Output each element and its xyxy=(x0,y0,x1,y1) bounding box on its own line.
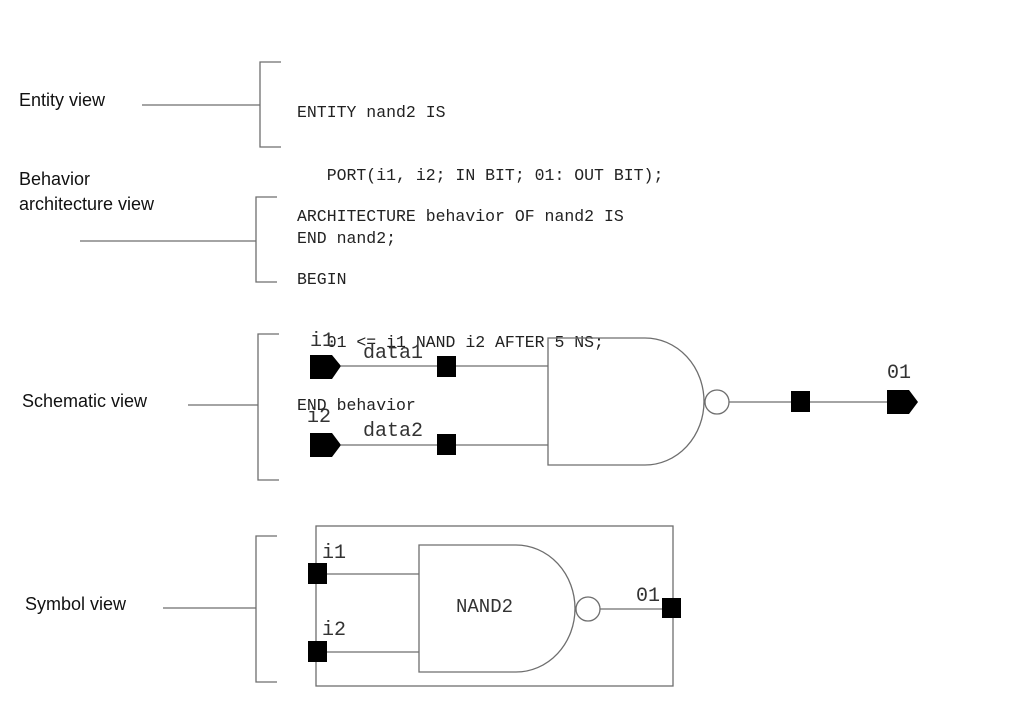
entity-code-block: ENTITY nand2 IS PORT(i1, i2; IN BIT; 01:… xyxy=(297,60,663,270)
input-port-icon xyxy=(310,433,341,457)
entity-code-line: PORT(i1, i2; IN BIT; 01: OUT BIT); xyxy=(297,166,664,185)
behavior-view-label-line1: Behavior xyxy=(19,169,91,189)
entity-code-line: END nand2; xyxy=(297,229,397,248)
symbol-bracket xyxy=(163,535,277,683)
pin-square-icon xyxy=(308,563,327,584)
entity-bracket-line xyxy=(259,61,281,148)
schematic-input1-label: i1 xyxy=(310,330,334,353)
signal-data1-label: data1 xyxy=(363,342,423,365)
pin-square-icon xyxy=(662,598,681,618)
behavior-code-block: ARCHITECTURE behavior OF nand2 IS BEGIN … xyxy=(297,164,624,437)
behavior-bracket xyxy=(80,196,277,283)
symbol-input2-label: i2 xyxy=(322,619,346,642)
symbol-bracket-line xyxy=(255,535,277,683)
symbol-gate-name: NAND2 xyxy=(456,596,513,618)
symbol-input1-label: i1 xyxy=(322,542,346,565)
entity-view-label: Entity view xyxy=(19,90,106,110)
pin-square-icon xyxy=(308,641,327,662)
symbol-nand-gate-body xyxy=(418,544,576,673)
pin-square-icon xyxy=(437,434,456,455)
schematic-bracket xyxy=(188,333,279,481)
behavior-view-label-line2: architecture view xyxy=(19,194,155,214)
pin-square-icon xyxy=(791,391,810,412)
entity-code-line: ENTITY nand2 IS xyxy=(297,103,446,122)
symbol-output-label: 01 xyxy=(636,585,660,608)
inversion-bubble-icon xyxy=(575,596,601,622)
entity-bracket xyxy=(142,61,281,148)
pin-square-icon xyxy=(437,356,456,377)
input-port-icon xyxy=(310,355,341,379)
schematic-diagram: i1 data1 i2 data2 01 xyxy=(307,330,918,466)
behavior-code-line: BEGIN xyxy=(297,270,347,289)
behavior-bracket-line xyxy=(255,196,277,283)
behavior-code-line: END behavior xyxy=(297,396,416,415)
inversion-bubble-icon xyxy=(704,389,730,415)
schematic-output-label: 01 xyxy=(887,362,911,385)
schematic-bracket-line xyxy=(257,333,279,481)
output-port-icon xyxy=(887,390,918,414)
schematic-input2-label: i2 xyxy=(307,406,331,429)
signal-data2-label: data2 xyxy=(363,420,423,443)
behavior-code-line: ARCHITECTURE behavior OF nand2 IS xyxy=(297,207,624,226)
symbol-diagram: i1 i2 NAND2 01 xyxy=(308,525,681,687)
schematic-view-label: Schematic view xyxy=(22,391,148,411)
nand-gate-body xyxy=(547,337,705,466)
symbol-view-label: Symbol view xyxy=(25,594,127,614)
